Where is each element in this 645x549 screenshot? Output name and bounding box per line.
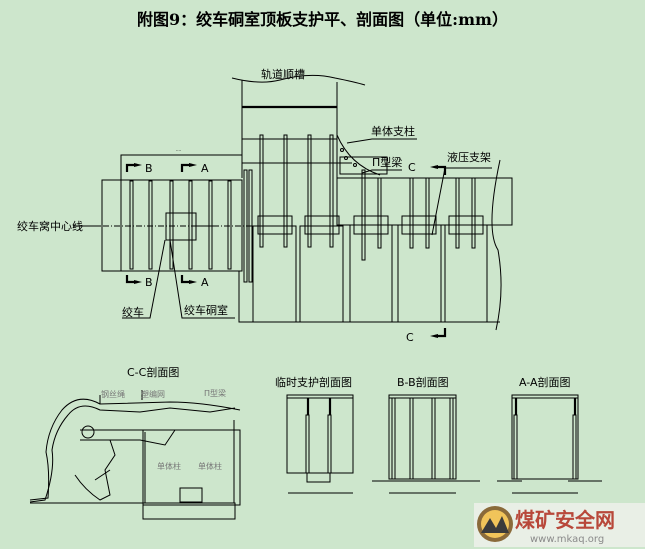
label-winch-chamber: 绞车硐室 xyxy=(184,303,228,317)
aa-section xyxy=(497,394,602,494)
label-section-a-bottom: A xyxy=(201,276,209,289)
label-winch: 绞车 xyxy=(122,305,144,319)
bb-section-title: B-B剖面图 xyxy=(397,375,449,389)
label-section-a-top: A xyxy=(201,162,209,175)
aa-section-title: A-A剖面图 xyxy=(519,375,571,389)
label-section-b-bottom: B xyxy=(145,276,153,289)
cc-label-pi-beam: Π型梁 xyxy=(204,389,226,398)
dim-label: ···· xyxy=(176,148,181,153)
label-centerline: 绞车窝中心线 xyxy=(17,219,83,233)
label-single-prop: 单体支柱 xyxy=(371,124,415,138)
cc-section-title: C-C剖面图 xyxy=(127,365,179,379)
track-beams xyxy=(259,134,366,261)
plan-view: ···· xyxy=(73,74,513,338)
label-section-c-top: C xyxy=(408,161,416,174)
cc-label-prop-2: 单体柱 xyxy=(198,461,222,471)
watermark-url: www.mkaq.org xyxy=(530,534,604,545)
temp-section-title: 临时支护剖面图 xyxy=(275,375,352,389)
label-section-c-bottom: C xyxy=(406,331,414,344)
label-hydraulic-support: 液压支架 xyxy=(447,150,491,164)
cc-label-mesh: 塑编网 xyxy=(141,389,165,399)
watermark-logo: 煤矿安全网 www.mkaq.org xyxy=(474,503,645,547)
label-section-b-top: B xyxy=(145,162,153,175)
cc-label-prop-1: 单体柱 xyxy=(157,461,181,471)
cc-label-wire-rope: 钢丝绳 xyxy=(101,389,125,399)
bb-section xyxy=(372,394,480,494)
cc-section xyxy=(29,390,241,520)
drawing-title: 附图9：绞车硐室顶板支护平、剖面图（单位:mm） xyxy=(137,10,508,29)
section-markers xyxy=(125,163,447,338)
temp-support-section xyxy=(286,394,354,494)
watermark-name: 煤矿安全网 xyxy=(515,508,615,532)
label-pi-beam: Π型梁 xyxy=(372,155,402,169)
support-bays xyxy=(252,177,488,323)
label-track-roadway: 轨道顺槽 xyxy=(261,67,305,81)
